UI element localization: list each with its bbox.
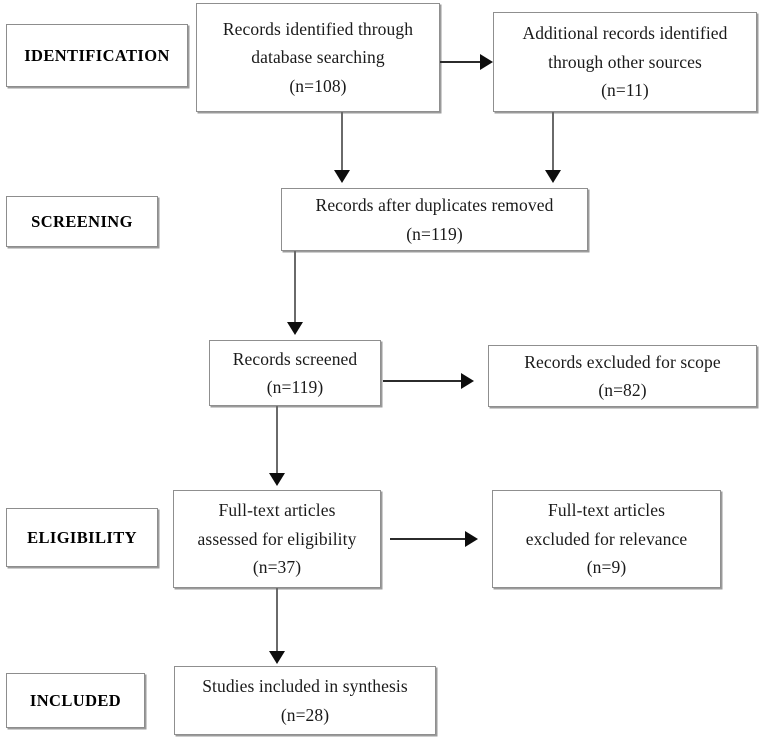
node-additional-records-other-sources: Additional records identified through ot… (493, 12, 757, 112)
connector-eligibility-down (276, 588, 278, 654)
node-fulltext-assessed-eligibility: Full-text articles assessed for eligibil… (173, 490, 381, 588)
node-line: excluded for relevance (525, 528, 688, 549)
arrowhead-screened-excluded (461, 373, 474, 389)
connector-other-sources-down (552, 112, 554, 174)
connector-screened-down (276, 406, 278, 474)
node-studies-included-synthesis: Studies included in synthesis (n=28) (174, 666, 436, 735)
node-line: Additional records identified (522, 23, 728, 44)
node-line: Records identified through (222, 18, 414, 39)
node-line: (n=37) (252, 557, 302, 578)
connector-eligibility-excluded (390, 538, 467, 540)
node-line: Full-text articles (548, 500, 665, 521)
stage-label-eligibility-text: ELIGIBILITY (27, 527, 137, 547)
node-line: (n=119) (266, 377, 324, 397)
node-line: database searching (251, 47, 385, 68)
node-line: assessed for eligibility (197, 528, 357, 549)
node-records-excluded-scope: Records excluded for scope (n=82) (488, 345, 757, 407)
stage-label-included-text: INCLUDED (29, 690, 122, 710)
node-line: (n=119) (406, 223, 463, 244)
node-line: Records screened (232, 348, 358, 369)
stage-label-eligibility: ELIGIBILITY (6, 508, 158, 567)
node-line: Records after duplicates removed (315, 195, 554, 216)
node-line: Studies included in synthesis (202, 676, 408, 697)
node-line: (n=11) (601, 80, 649, 101)
arrowhead-duplicates-down (287, 322, 303, 335)
arrowhead-db-search-down (334, 170, 350, 183)
arrowhead-identification-right (480, 54, 493, 70)
stage-label-included: INCLUDED (6, 673, 145, 728)
node-records-screened: Records screened (n=119) (209, 340, 381, 406)
connector-db-search-down (341, 112, 343, 174)
node-records-after-duplicates-removed: Records after duplicates removed (n=119) (281, 188, 588, 251)
connector-duplicates-down (294, 251, 296, 323)
stage-label-identification: IDENTIFICATION (6, 24, 188, 87)
node-line: (n=28) (280, 704, 330, 725)
node-line: Full-text articles (218, 500, 336, 521)
stage-label-screening: SCREENING (6, 196, 158, 247)
node-line: Records excluded for scope (524, 351, 721, 372)
arrowhead-eligibility-excluded (465, 531, 478, 547)
arrowhead-eligibility-down (269, 651, 285, 664)
node-line: through other sources (548, 51, 702, 72)
connector-screened-excluded (383, 380, 463, 382)
node-line: (n=82) (598, 380, 647, 400)
arrowhead-screened-down (269, 473, 285, 486)
node-line: (n=9) (586, 557, 627, 578)
arrowhead-other-sources-down (545, 170, 561, 183)
stage-label-identification-text: IDENTIFICATION (24, 45, 170, 65)
node-records-identified-database: Records identified through database sear… (196, 3, 440, 112)
node-fulltext-excluded-relevance: Full-text articles excluded for relevanc… (492, 490, 721, 588)
connector-identification-horizontal (440, 61, 482, 63)
node-line: (n=108) (289, 75, 347, 96)
stage-label-screening-text: SCREENING (31, 211, 133, 231)
